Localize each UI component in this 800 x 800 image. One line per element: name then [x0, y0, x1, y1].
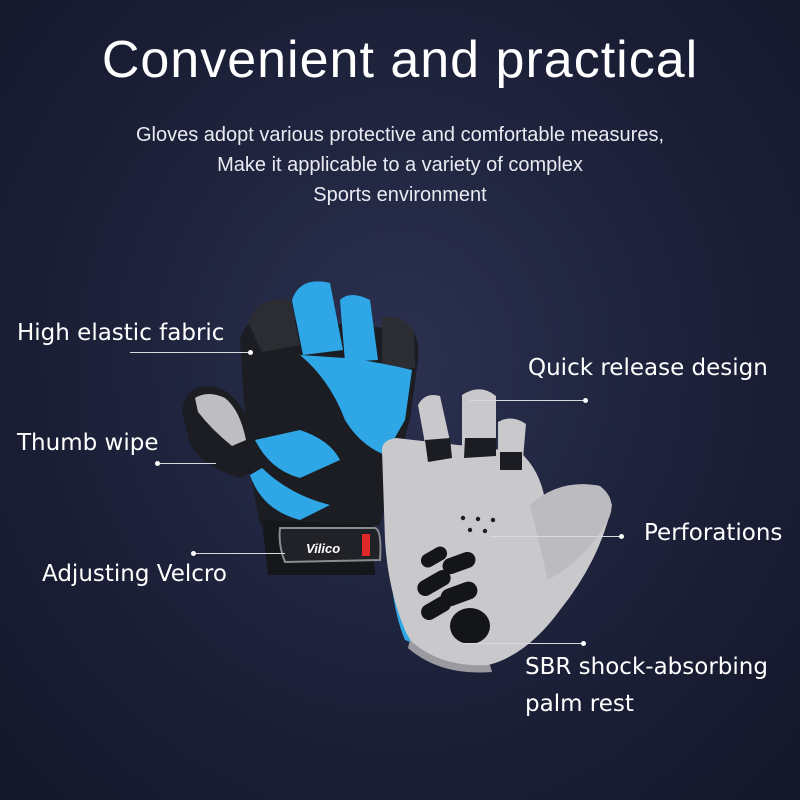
- blue-panel-lower: [255, 430, 340, 478]
- callout-sbr-line-2: palm rest: [525, 691, 634, 717]
- subtitle: Gloves adopt various protective and comf…: [0, 120, 800, 210]
- callout-dot-fabric: [248, 350, 253, 355]
- callout-dot-thumb: [155, 461, 160, 466]
- back-glove-finger-1: [248, 299, 300, 352]
- callout-thumb-wipe: Thumb wipe: [17, 430, 159, 456]
- palm-thumb: [530, 484, 612, 580]
- callout-dot-perforations: [619, 534, 624, 539]
- finger-tip-1: [425, 438, 452, 462]
- blue-panel-main: [300, 355, 412, 455]
- callout-sbr-line-1: SBR shock-absorbing: [525, 654, 768, 680]
- back-glove-finger-2: [292, 281, 343, 355]
- finger-tip-3: [500, 452, 522, 470]
- back-glove: Vilico: [182, 281, 419, 575]
- callout-line-quick-release: [470, 400, 585, 401]
- callout-line-perforations: [490, 536, 622, 537]
- callout-line-thumb: [160, 463, 216, 464]
- subtitle-line-2: Make it applicable to a variety of compl…: [217, 154, 583, 176]
- velcro-tab: [278, 527, 382, 564]
- tab-red-accent: [362, 534, 370, 556]
- perforations: [460, 515, 496, 534]
- subtitle-line-1: Gloves adopt various protective and comf…: [135, 124, 665, 146]
- callout-line-velcro: [195, 553, 285, 554]
- brand-tab-text: Vilico: [306, 541, 340, 556]
- finger-tip-2: [464, 438, 496, 458]
- callout-line-sbr: [462, 643, 584, 644]
- back-glove-finger-3: [340, 295, 378, 362]
- callout-line-fabric: [130, 352, 250, 353]
- front-glove: [382, 389, 612, 673]
- back-glove-finger-4: [382, 316, 415, 370]
- page-title: Convenient and practical: [101, 31, 699, 89]
- thumb-wipe-patch: [195, 394, 246, 446]
- sbr-pads: [417, 546, 490, 644]
- callout-dot-quick-release: [583, 398, 588, 403]
- callout-high-elastic-fabric: High elastic fabric: [17, 320, 225, 346]
- callout-adjusting-velcro: Adjusting Velcro: [42, 561, 227, 587]
- palm-wrist-band: [408, 640, 492, 673]
- blue-panel-wrist: [250, 468, 330, 520]
- callout-quick-release-design: Quick release design: [528, 355, 768, 381]
- callout-dot-velcro: [191, 551, 196, 556]
- callout-perforations: Perforations: [644, 520, 783, 546]
- subtitle-line-3: Sports environment: [313, 184, 487, 206]
- callout-dot-sbr: [581, 641, 586, 646]
